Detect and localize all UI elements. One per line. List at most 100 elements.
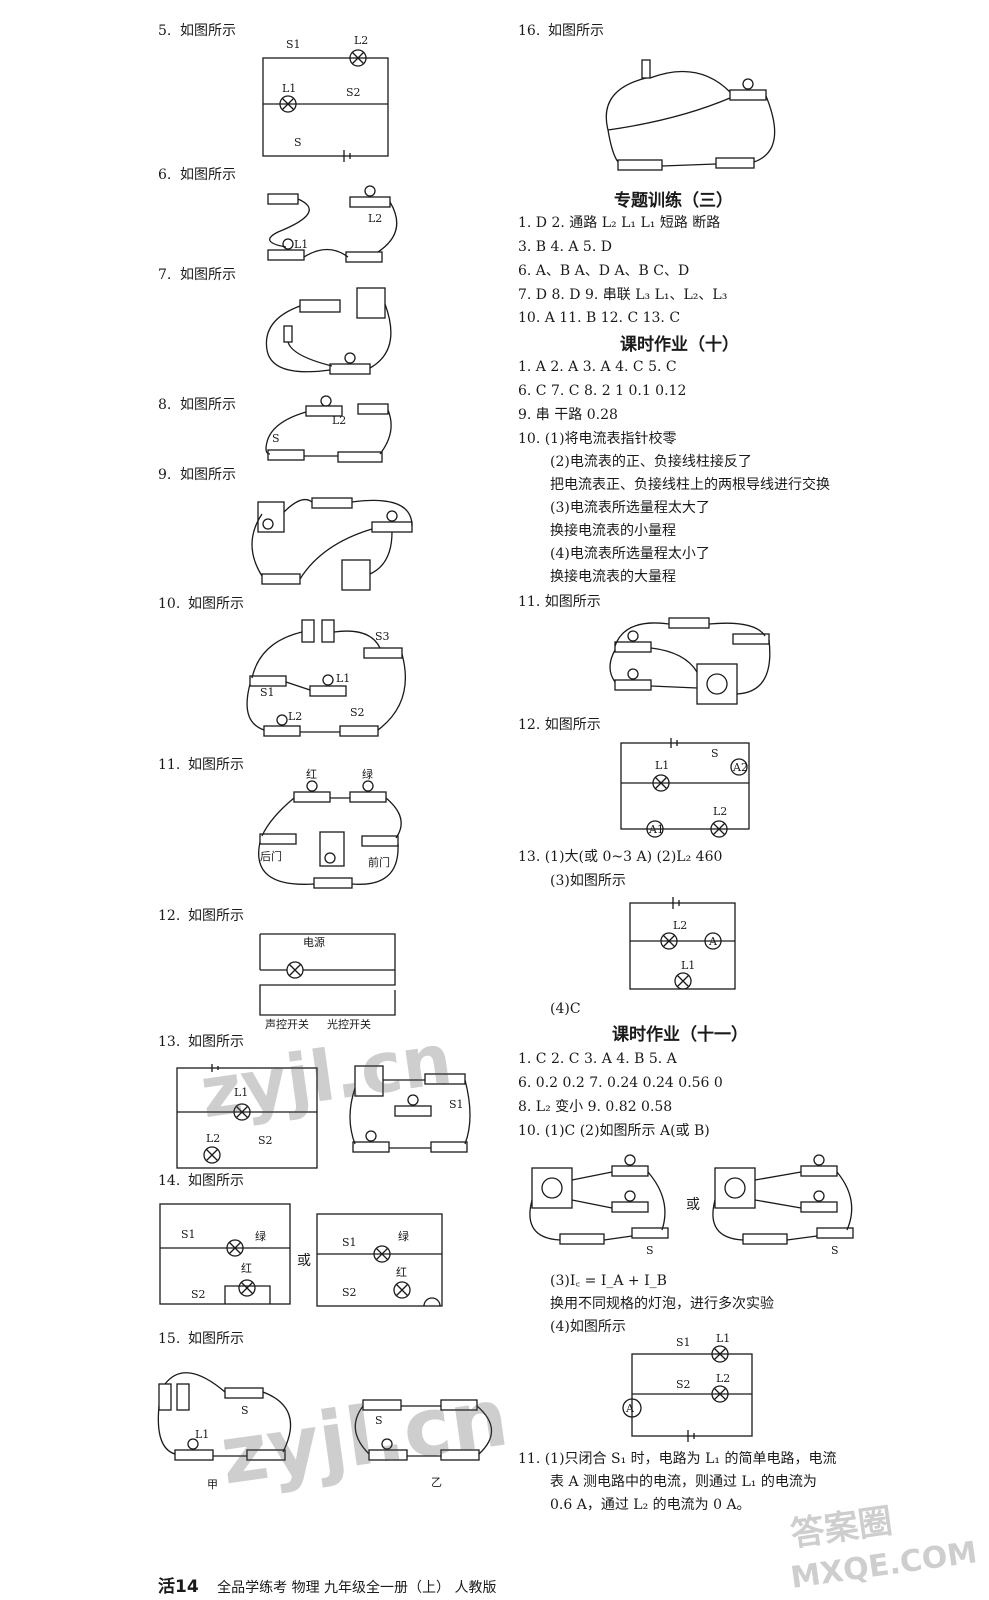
q12-label-power: 电源 [303, 935, 325, 949]
r-q4-label-s1: S1 [676, 1336, 691, 1349]
section-title-2: 课时作业（十） [620, 335, 739, 355]
r-q10-circuit-b: S [712, 1154, 854, 1257]
q7-text: 如图所示 [180, 267, 236, 283]
footer-text: 全品学练考 物理 九年级全一册（上） 人教版 [217, 1580, 497, 1596]
q5-label-l2: L2 [354, 34, 368, 47]
r-q12-label-l1: L1 [655, 759, 669, 772]
q10-text: 如图所示 [188, 596, 244, 612]
s3-line-5: (3)I꜀ = I_A + I_B [550, 1273, 667, 1289]
q6-num: 6. [158, 167, 172, 183]
q14-text: 如图所示 [188, 1173, 244, 1189]
q5-label-s: S [294, 136, 302, 149]
q14-label-s2: S2 [191, 1288, 206, 1301]
q14b-label-s1: S1 [342, 1236, 357, 1249]
watermark-3: 答案圈 [788, 1501, 895, 1555]
s2-line-10: 换接电流表的大量程 [550, 569, 676, 585]
q13-num: 13. [158, 1034, 181, 1050]
q11-label-red: 红 [306, 768, 317, 781]
r-q13-label-l1: L1 [681, 959, 695, 972]
section-title-1: 专题训练（三） [614, 191, 733, 211]
r-q4-label-l2: L2 [716, 1372, 730, 1385]
q12-label-sound-switch: 声控开关 [265, 1017, 309, 1031]
q5-num: 5. [158, 23, 172, 39]
q15-num: 15. [158, 1331, 181, 1347]
q14-circuit-b: S1 绿 S2 红 [316, 1213, 443, 1307]
q14-label-s1: S1 [181, 1228, 196, 1241]
r-q10-or: 或 [686, 1197, 700, 1213]
q9-circuit [251, 497, 413, 591]
s2-line-2: 6. C 7. C 8. 2 1 0.1 0.12 [518, 383, 687, 399]
q15-label-yi: 乙 [431, 1476, 442, 1489]
q14-num: 14. [158, 1173, 181, 1189]
q5-text: 如图所示 [180, 23, 236, 39]
q13-label-l1: L1 [234, 1086, 248, 1099]
s1-line-2: 3. B 4. A 5. D [518, 239, 612, 255]
q10-label-s3: S3 [375, 630, 390, 643]
s1-line-3: 6. A、B A、D A、B C、D [518, 263, 690, 279]
s2-line-12: 12. 如图所示 [518, 717, 601, 733]
q14-label-green: 绿 [255, 1229, 266, 1243]
q11-num: 11. [158, 757, 181, 773]
q15-circuit-a: S L1 甲 [157, 1372, 292, 1491]
q8-text: 如图所示 [180, 397, 236, 413]
r-q12-label-a2: A2 [732, 761, 748, 774]
r-q13-label-l2: L2 [673, 919, 687, 932]
r-q12-label-l2: L2 [713, 805, 727, 818]
s2-line-15: (4)C [550, 1001, 581, 1017]
s3-line-9: 表 A 测电路中的电流，则通过 L₁ 的电流为 [550, 1474, 817, 1490]
q13-label-s2: S2 [258, 1134, 273, 1147]
q5-label-l1: L1 [282, 82, 296, 95]
s3-line-7: (4)如图所示 [550, 1319, 626, 1335]
q12-num: 12. [158, 908, 181, 924]
q16-circuit [605, 59, 776, 171]
r-q13-label-a: A [708, 935, 718, 948]
q14b-label-s2: S2 [342, 1286, 357, 1299]
q15-label-jia: 甲 [207, 1478, 218, 1491]
s2-line-13: 13. (1)大(或 0~3 A) (2)L₂ 460 [518, 849, 723, 865]
q12-label-light-switch: 光控开关 [327, 1017, 371, 1031]
s2-line-3: 9. 串 干路 0.28 [518, 407, 618, 423]
q10-label-l2: L2 [288, 710, 302, 723]
q14b-label-green: 绿 [398, 1229, 409, 1243]
q8-label-s: S [272, 432, 280, 445]
r-q10b-label-s: S [831, 1244, 839, 1257]
s2-line-8: 换接电流表的小量程 [550, 523, 676, 539]
r-q12-label-s: S [711, 747, 719, 760]
s3-line-10: 0.6 A，通过 L₂ 的电流为 0 A。 [550, 1497, 751, 1513]
q15-circuit-b: S 乙 [354, 1399, 493, 1489]
q6-label-l2: L2 [368, 212, 382, 225]
r-q12-label-a1: A1 [648, 823, 664, 836]
q14b-label-red: 红 [396, 1266, 407, 1279]
q13-label-s1: S1 [449, 1098, 464, 1111]
r-q13-circuit: L2 A L1 [629, 897, 736, 990]
q7-circuit [265, 287, 392, 375]
q10-circuit: S3 L1 S1 L2 S2 [246, 619, 406, 737]
page-footer: 活14 全品学练考 物理 九年级全一册（上） 人教版 [158, 1572, 496, 1597]
q8-label-l2: L2 [332, 414, 346, 427]
q14-label-red: 红 [241, 1262, 252, 1275]
r-q10a-label-s: S [646, 1244, 654, 1257]
page-number: 14 [175, 1577, 199, 1597]
s2-line-5: (2)电流表的正、负接线柱接反了 [550, 454, 752, 470]
q13-circuit-diagram: L1 L2 S2 [176, 1064, 318, 1169]
q5-label-s1: S1 [286, 38, 301, 51]
page-prefix: 活 [158, 1577, 175, 1597]
q15a-label-l1: L1 [195, 1428, 209, 1441]
q14-circuit-a: S1 绿 S2 红 [159, 1203, 291, 1305]
q11-label-front-door: 前门 [368, 855, 390, 869]
s2-line-14: (3)如图所示 [550, 873, 626, 889]
s1-line-5: 10. A 11. B 12. C 13. C [518, 310, 681, 326]
s2-line-9: (4)电流表所选量程太小了 [550, 546, 710, 562]
q11-label-back-door: 后门 [260, 849, 282, 863]
q6-label-l1: L1 [294, 238, 308, 251]
q9-num: 9. [158, 467, 172, 483]
s2-line-11: 11. 如图所示 [518, 594, 601, 610]
r-q4-circuit: S1 L1 A S2 L2 [622, 1332, 753, 1442]
s2-line-6: 把电流表正、负接线柱上的两根导线进行交换 [550, 477, 830, 493]
s2-line-4: 10. (1)将电流表指针校零 [518, 431, 677, 447]
q13-label-l2: L2 [206, 1132, 220, 1145]
q7-num: 7. [158, 267, 172, 283]
s2-line-1: 1. A 2. A 3. A 4. C 5. C [518, 359, 677, 375]
q12-text: 如图所示 [188, 908, 244, 924]
q8-circuit: L2 S [265, 395, 392, 463]
